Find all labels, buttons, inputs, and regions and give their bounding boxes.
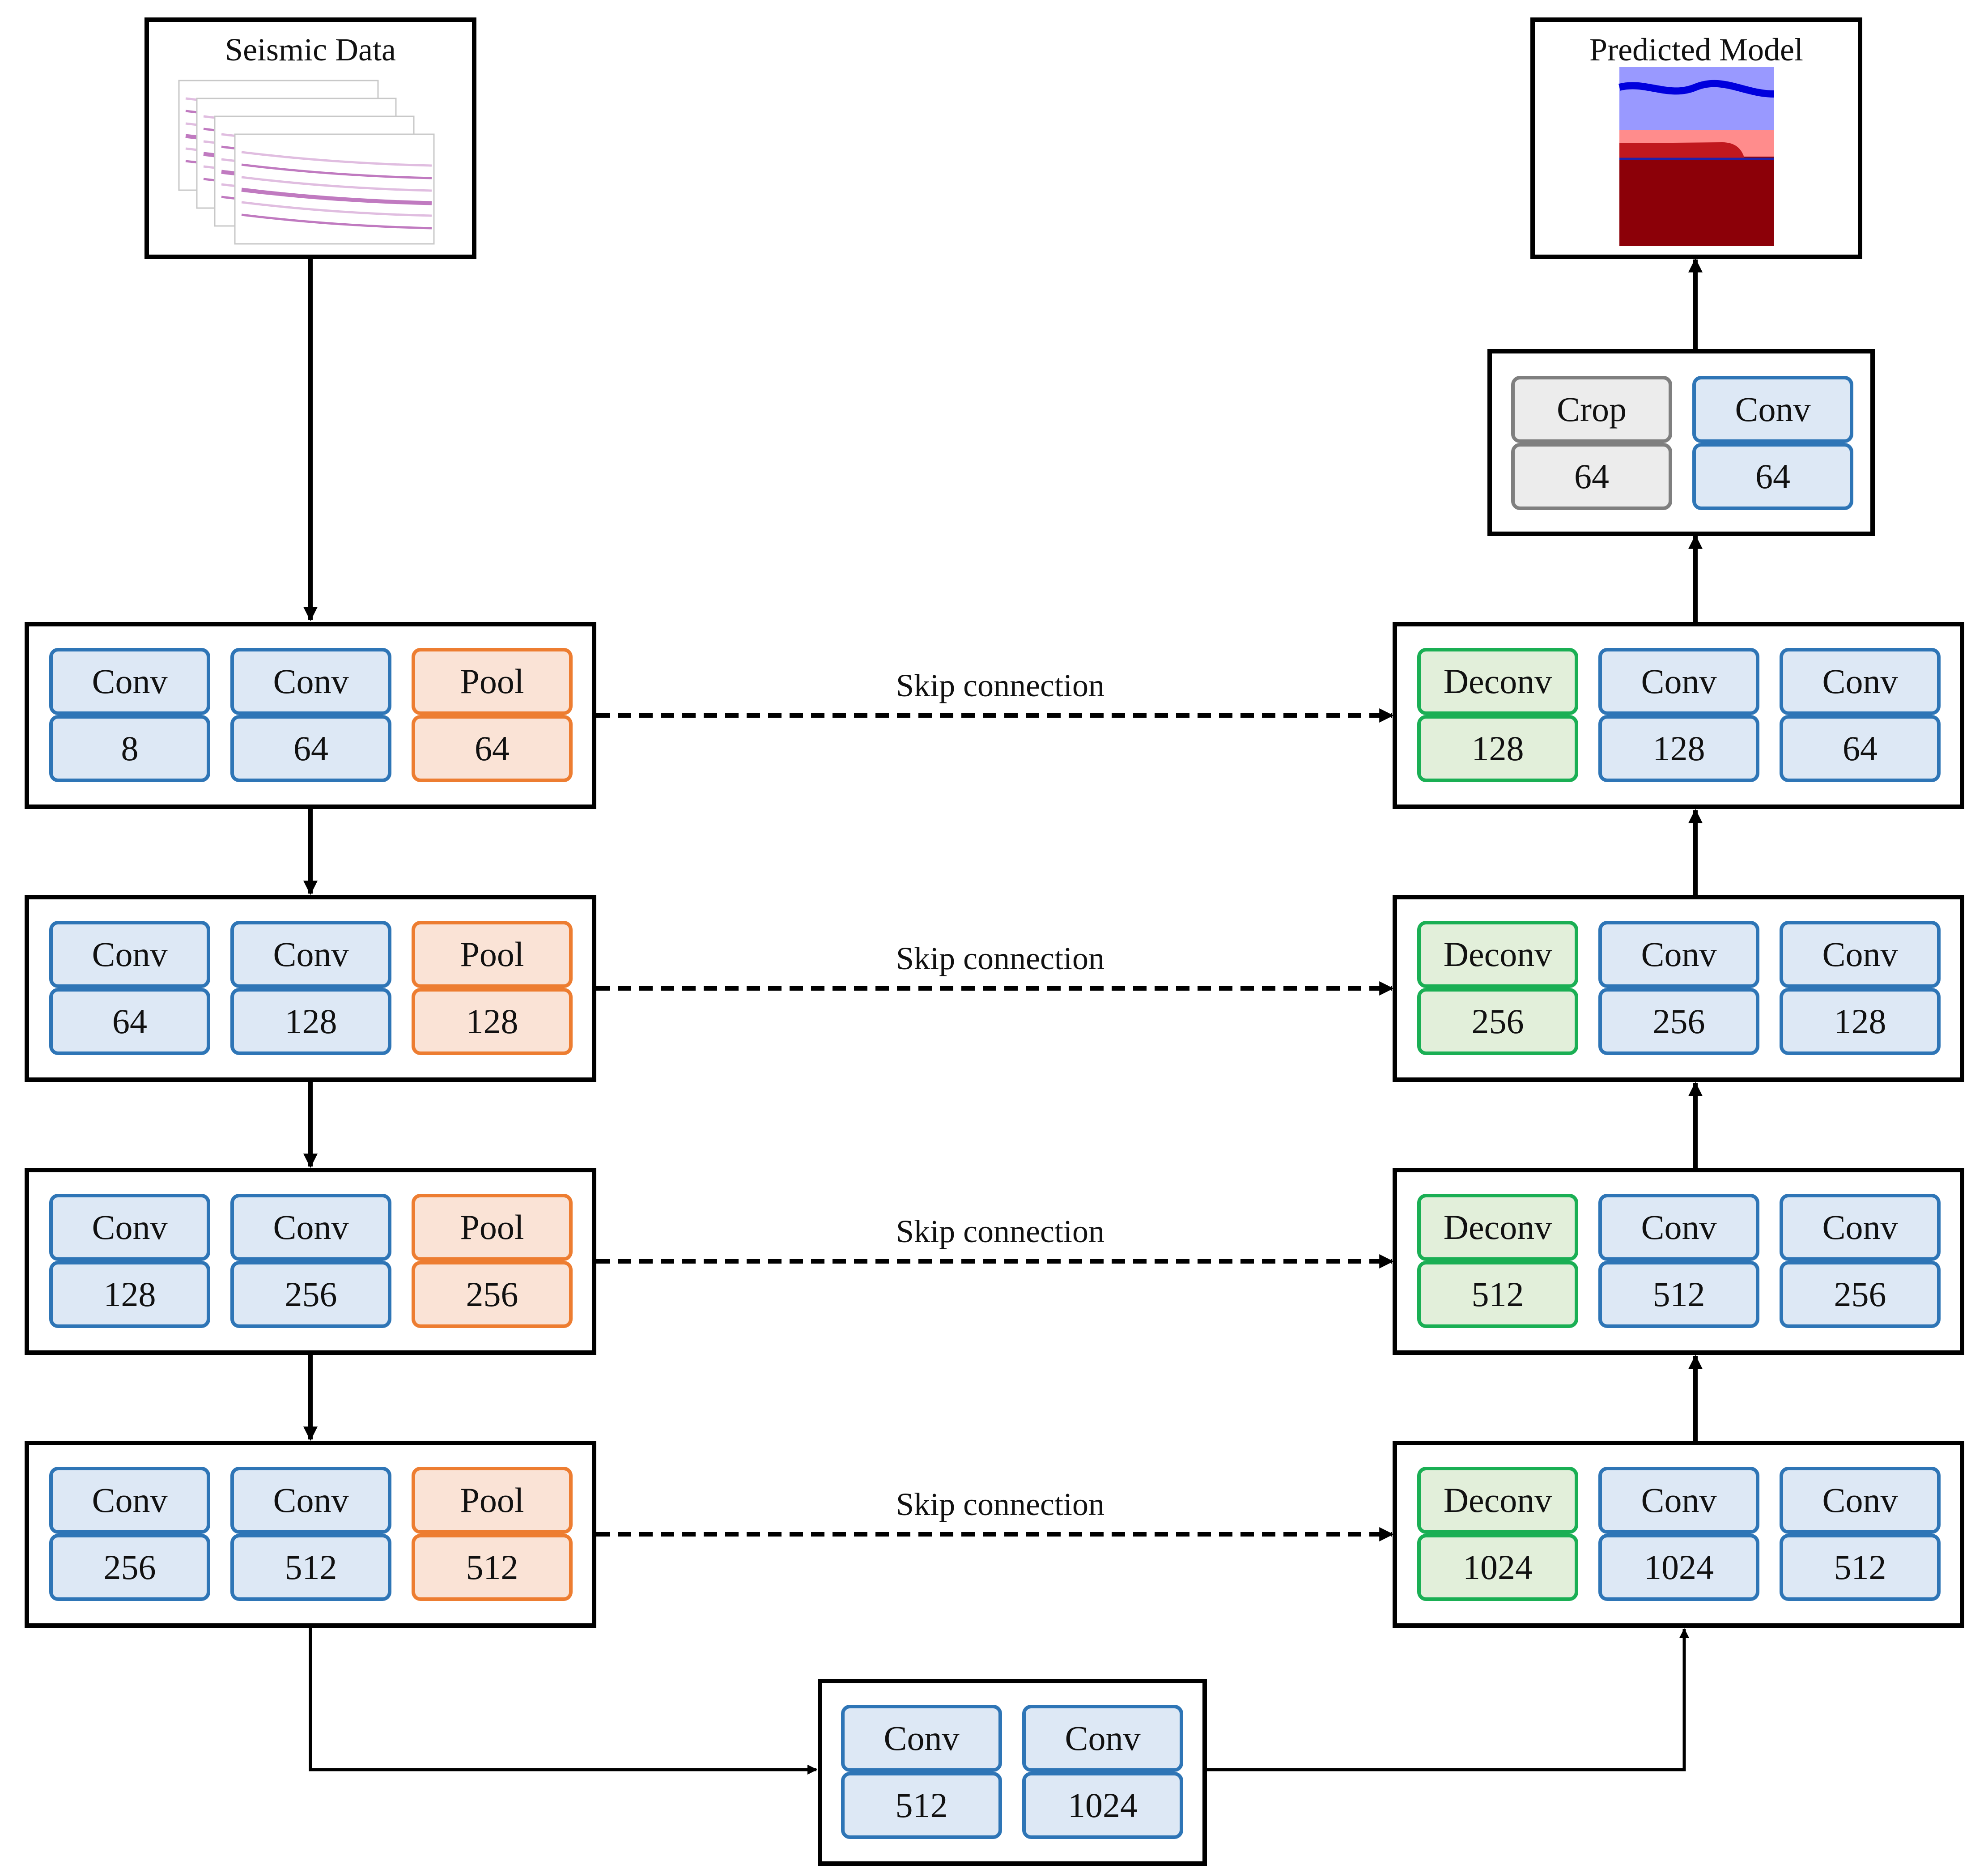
- decoder-stage-2-box: [1393, 895, 1964, 1082]
- model-seabed-line: [1618, 80, 1774, 98]
- seismic-reflector: [241, 151, 432, 167]
- seismic-reflector: [241, 213, 432, 230]
- seismic-reflector: [241, 176, 432, 192]
- encoder-stage-1-box: [25, 622, 596, 809]
- decoder-stage-4-box: [1393, 1441, 1964, 1628]
- model-salt-body: [1619, 142, 1745, 159]
- encoder-stage-3-box: [25, 1168, 596, 1355]
- encoder-stage-2-box: [25, 895, 596, 1082]
- bottleneck-box: [818, 1679, 1207, 1866]
- seismic-reflector: [241, 201, 432, 217]
- encoder-stage-4-box: [25, 1441, 596, 1628]
- bottleneck-to-decoder-arrow: [1205, 1628, 1690, 1771]
- head-box: [1487, 349, 1875, 536]
- encoder-to-bottleneck-arrow: [309, 1626, 818, 1775]
- decoder-stage-1-box: [1393, 622, 1964, 809]
- seismic-reflector: [241, 163, 432, 179]
- seismic-reflector: [241, 187, 432, 205]
- decoder-stage-3-box: [1393, 1168, 1964, 1355]
